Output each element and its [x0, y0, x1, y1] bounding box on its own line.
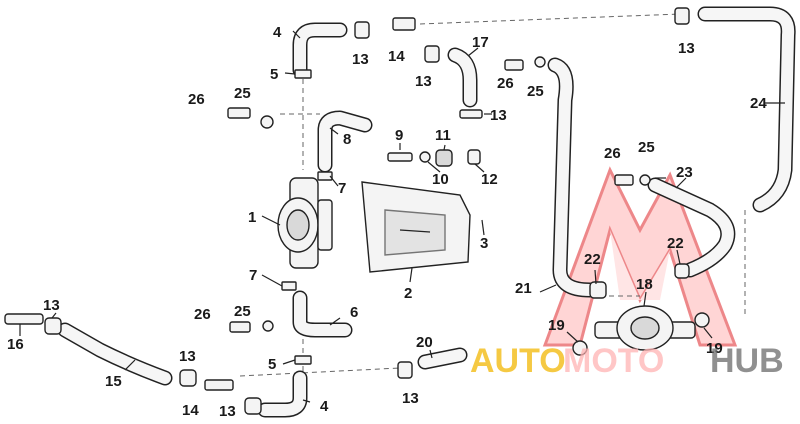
connector-icon	[317, 171, 333, 181]
connector-icon	[281, 281, 297, 291]
fitting-icon	[614, 174, 634, 186]
callout-13: 13	[179, 348, 196, 365]
callout-6: 6	[350, 304, 358, 321]
callout-20: 20	[416, 334, 433, 351]
callout-9: 9	[395, 127, 403, 144]
fitting-icon	[504, 59, 524, 71]
callout-13: 13	[43, 297, 60, 314]
clamp-icon	[262, 320, 274, 332]
connector-icon	[294, 355, 312, 365]
callout-22: 22	[667, 235, 684, 252]
callout-19: 19	[706, 340, 723, 357]
callout-16: 16	[7, 336, 24, 353]
clamp-icon	[179, 369, 197, 387]
bracket-icon	[361, 181, 471, 273]
callout-2: 2	[404, 285, 412, 302]
callout-25: 25	[234, 85, 251, 102]
callout-25: 25	[527, 83, 544, 100]
callout-7: 7	[338, 180, 346, 197]
callout-21: 21	[515, 280, 532, 297]
clamp-icon	[354, 21, 370, 39]
connection-lines	[239, 13, 746, 377]
callout-19: 19	[548, 317, 565, 334]
callout-13: 13	[415, 73, 432, 90]
callout-8: 8	[343, 131, 351, 148]
clamp-icon	[397, 361, 413, 379]
clamp-icon	[424, 45, 440, 63]
callout-13: 13	[490, 107, 507, 124]
watermark-moto: MOTO	[563, 342, 664, 380]
callout-22: 22	[584, 251, 601, 268]
fuel-filter-icon	[572, 305, 710, 356]
fitting-icon	[4, 313, 44, 325]
watermark-text: AUTO MOTO HUB	[470, 342, 784, 380]
callout-26: 26	[604, 145, 621, 162]
callout-26: 26	[194, 306, 211, 323]
callout-26: 26	[497, 75, 514, 92]
clamp-icon	[589, 281, 607, 299]
hoses	[57, 6, 796, 418]
fitting-icon	[229, 321, 251, 333]
callouts: 1 2 3 4 4 5 5 6 7 7 8 9 10 11 12 13 13 1…	[7, 24, 767, 420]
bolt-icon	[387, 152, 413, 162]
washer-icon	[419, 151, 431, 163]
leader-lines	[19, 30, 785, 403]
callout-4: 4	[320, 398, 329, 415]
watermark-hub: HUB	[710, 342, 784, 380]
fitting-icon	[227, 107, 251, 119]
callout-26: 26	[188, 91, 205, 108]
clamp-icon	[244, 397, 262, 415]
callout-11: 11	[435, 127, 451, 144]
callout-5: 5	[268, 356, 276, 373]
callout-14: 14	[182, 402, 199, 419]
watermark-logo-icon	[542, 166, 738, 347]
callout-1: 1	[248, 209, 256, 226]
watermark-auto: AUTO	[470, 342, 566, 380]
tee-fitting-icon	[204, 379, 234, 391]
callout-3: 3	[480, 235, 488, 252]
callout-24: 24	[750, 95, 767, 112]
callout-13: 13	[352, 51, 369, 68]
callout-23: 23	[676, 164, 693, 181]
callout-12: 12	[481, 171, 498, 188]
callout-5: 5	[270, 66, 278, 83]
fitting-icon	[459, 109, 483, 119]
callout-13: 13	[219, 403, 236, 420]
callout-4: 4	[273, 24, 282, 41]
callout-7: 7	[249, 267, 257, 284]
callout-18: 18	[636, 276, 653, 293]
connector-icon	[294, 69, 312, 79]
callout-13: 13	[402, 390, 419, 407]
clamp-icon	[639, 174, 651, 186]
grommet-icon	[435, 149, 453, 167]
parts	[4, 7, 710, 415]
callout-25: 25	[638, 139, 655, 156]
callout-10: 10	[432, 171, 449, 188]
callout-15: 15	[105, 373, 122, 390]
fuel-pump-icon	[277, 177, 333, 269]
callout-17: 17	[472, 34, 489, 51]
tee-fitting-icon	[392, 17, 416, 31]
spacer-icon	[467, 149, 481, 165]
callout-14: 14	[388, 48, 405, 65]
clamp-icon	[44, 317, 62, 335]
clamp-icon	[674, 263, 690, 279]
callout-25: 25	[234, 303, 251, 320]
callout-13: 13	[678, 40, 695, 57]
clamp-icon	[534, 56, 546, 68]
clamp-icon	[674, 7, 690, 25]
clamp-icon	[260, 115, 274, 129]
